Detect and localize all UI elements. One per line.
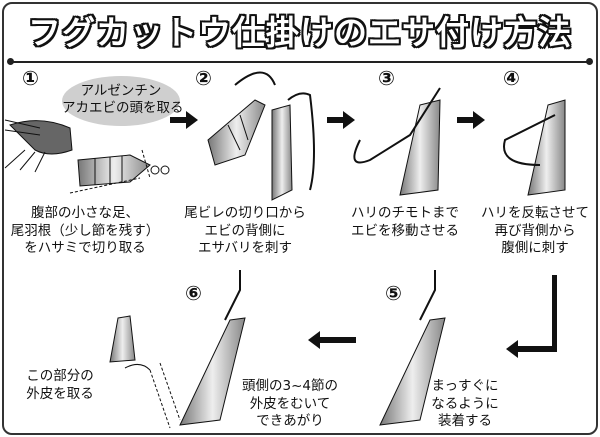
step-number: ④ — [503, 66, 520, 90]
arrow-right-icon — [170, 111, 198, 129]
step6-caption: 頭側の3~4節の外皮をむいてできあがり — [242, 378, 338, 429]
step-number: ② — [195, 66, 212, 90]
divider-dot — [7, 58, 14, 65]
step3-caption: ハリのチモトまでエビを移動させる — [351, 205, 459, 239]
arrow-l-icon — [506, 275, 557, 358]
shrimp-step6-illustration — [109, 270, 246, 429]
speech-bubble: アルゼンチンアカエビの頭を取る — [62, 76, 184, 126]
arrow-icons — [170, 111, 557, 358]
bubble-text: アルゼンチンアカエビの頭を取る — [62, 83, 184, 116]
shrimp-step5-illustration — [379, 270, 446, 426]
shrimp-step3-illustration — [353, 87, 441, 196]
arrow-right-icon — [327, 111, 355, 129]
title-divider — [10, 61, 590, 63]
shrimp-step4-illustration — [503, 99, 566, 196]
step-number: ③ — [378, 66, 395, 90]
step-number: ⑤ — [385, 281, 402, 305]
shrimp-head-illustration — [4, 119, 73, 173]
arrow-left-icon — [308, 331, 356, 349]
page-title: フグカットウ仕掛けのエサ付け方法 — [28, 13, 572, 52]
shrimp-body-illustration — [69, 149, 170, 194]
arrow-right-icon — [457, 111, 485, 129]
step6-side-caption: この部分の外皮を取る — [26, 368, 94, 402]
step-number: ⑥ — [185, 281, 202, 305]
step4-caption: ハリを反転させて再び背側から腹側に刺す — [481, 205, 589, 256]
step5-caption: まっすぐになるように装着する — [431, 378, 499, 429]
step2-caption: 尾ビレの切り口からエビの背側にエサバリを刺す — [184, 205, 306, 256]
step1-caption: 腹部の小さな足、尾羽根（少し節を残す）をハサミで切り取る — [10, 205, 160, 256]
divider-dot — [586, 58, 593, 65]
step-number: ① — [22, 66, 39, 90]
shrimp-step2-illustration — [207, 71, 315, 201]
